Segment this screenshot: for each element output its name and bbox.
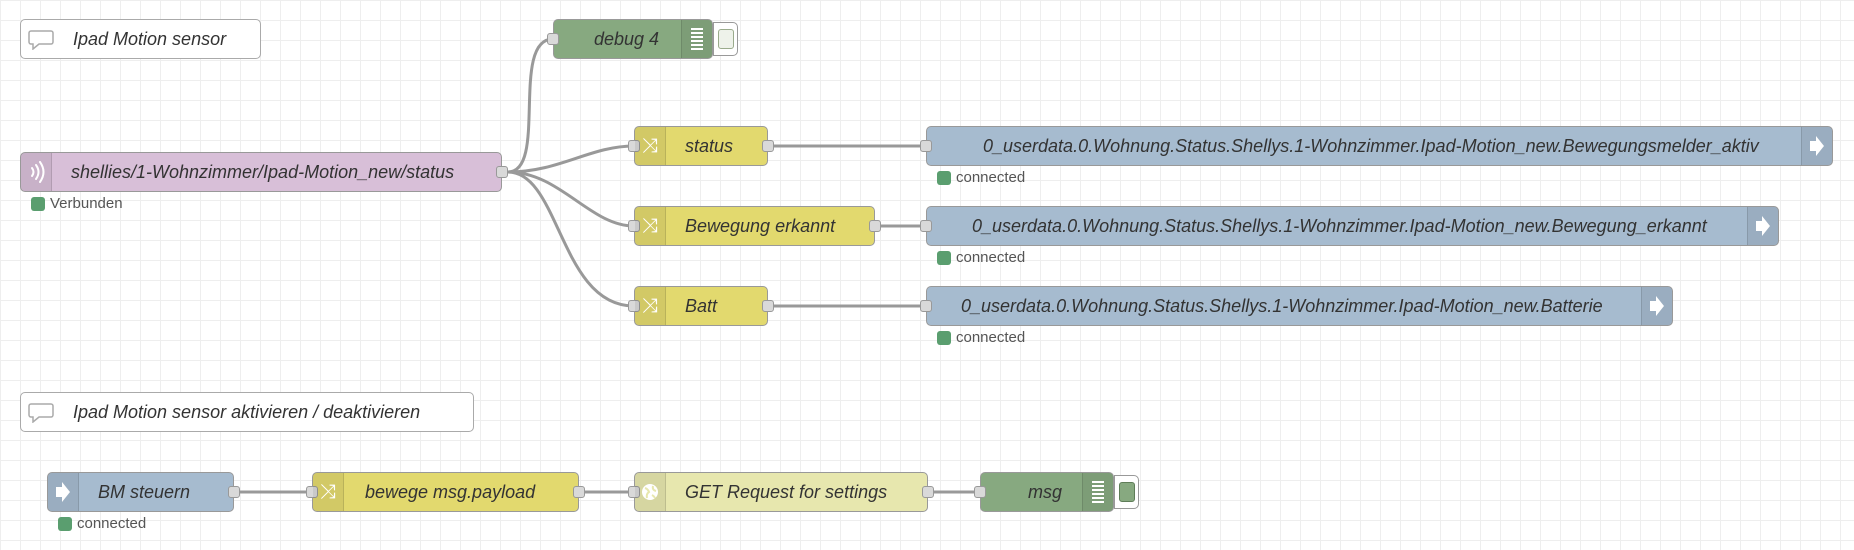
change-batt-node[interactable]: ⤨ Batt <box>628 286 774 326</box>
status-text: connected <box>956 249 1026 266</box>
output-port[interactable] <box>228 486 240 498</box>
node-label: debug 4 <box>594 28 660 49</box>
globe-icon <box>635 473 666 511</box>
mqtt-in-node[interactable]: shellies/1-Wohnzimmer/Ipad-Motion_new/st… <box>20 152 508 192</box>
http-request-node[interactable]: GET Request for settings <box>628 472 934 512</box>
node-label: msg <box>1028 481 1063 502</box>
comment-label: Ipad Motion sensor <box>73 28 227 49</box>
shuffle-icon: ⤨ <box>635 207 666 245</box>
wire-mqtt-to-debug4 <box>507 37 554 174</box>
input-port[interactable] <box>628 300 640 312</box>
node-label: Batt <box>685 295 718 316</box>
comment-ipad-motion-sensor[interactable]: Ipad Motion sensor <box>20 19 261 59</box>
comment-activate-deactivate[interactable]: Ipad Motion sensor aktivieren / deaktivi… <box>20 392 474 432</box>
node-label: 0_userdata.0.Wohnung.Status.Shellys.1-Wo… <box>972 215 1707 236</box>
node-label: bewege msg.payload <box>365 481 536 502</box>
input-port[interactable] <box>306 486 318 498</box>
node-label: 0_userdata.0.Wohnung.Status.Shellys.1-Wo… <box>961 295 1603 316</box>
shuffle-icon: ⤨ <box>635 127 666 165</box>
comment-label: Ipad Motion sensor aktivieren / deaktivi… <box>73 401 421 422</box>
input-port[interactable] <box>628 220 640 232</box>
status-dot-icon <box>937 330 951 345</box>
status-text: Verbunden <box>50 195 123 212</box>
debug-msg-node[interactable]: msg <box>974 472 1114 512</box>
input-port[interactable] <box>547 33 559 45</box>
change-motion-node[interactable]: ⤨ Bewegung erkannt <box>628 206 881 246</box>
change-payload-node[interactable]: ⤨ bewege msg.payload <box>306 472 585 512</box>
iobroker-out-batt-node[interactable]: 0_userdata.0.Wohnung.Status.Shellys.1-Wo… <box>920 286 1673 326</box>
bm-steuern-status: connected <box>58 515 146 532</box>
node-label: shellies/1-Wohnzimmer/Ipad-Motion_new/st… <box>71 161 455 182</box>
input-port[interactable] <box>628 140 640 152</box>
debug-icon <box>681 20 712 58</box>
status-text: connected <box>956 169 1026 186</box>
output-port[interactable] <box>922 486 934 498</box>
iobroker-out-motion-node[interactable]: 0_userdata.0.Wohnung.Status.Shellys.1-Wo… <box>920 206 1779 246</box>
comment-icon <box>21 20 61 58</box>
output-port[interactable] <box>496 166 508 178</box>
node-label: GET Request for settings <box>685 481 888 502</box>
iobroker-out-icon <box>1801 127 1832 165</box>
output-port[interactable] <box>762 300 774 312</box>
node-label: Bewegung erkannt <box>685 215 836 236</box>
out-motion-status: connected <box>937 249 1025 266</box>
status-dot-icon <box>31 196 45 211</box>
wire-mqtt-to-status <box>507 144 635 174</box>
node-label: 0_userdata.0.Wohnung.Status.Shellys.1-Wo… <box>983 135 1759 156</box>
status-dot-icon <box>937 250 951 265</box>
node-label: status <box>685 135 734 156</box>
bm-steuern-node[interactable]: BM steuern <box>47 472 240 512</box>
comment-icon <box>21 393 61 431</box>
out-batt-status: connected <box>937 329 1025 346</box>
input-port[interactable] <box>920 140 932 152</box>
iobroker-out-icon <box>1747 207 1778 245</box>
debug-4-toggle-button[interactable] <box>713 22 738 56</box>
input-port[interactable] <box>628 486 640 498</box>
output-port[interactable] <box>869 220 881 232</box>
output-port[interactable] <box>762 140 774 152</box>
input-port[interactable] <box>920 220 932 232</box>
debug-off-icon <box>717 29 734 49</box>
output-port[interactable] <box>573 486 585 498</box>
debug-4-node[interactable]: debug 4 <box>547 19 713 59</box>
status-dot-icon <box>58 516 72 531</box>
status-dot-icon <box>937 170 951 185</box>
node-label: BM steuern <box>98 481 191 502</box>
shuffle-icon: ⤨ <box>635 287 666 325</box>
status-text: connected <box>956 329 1026 346</box>
change-status-node[interactable]: ⤨ status <box>628 126 774 166</box>
debug-icon <box>1082 473 1113 511</box>
debug-msg-toggle-button[interactable] <box>1114 475 1139 509</box>
input-port[interactable] <box>974 486 986 498</box>
mqtt-icon <box>21 153 52 191</box>
wire-mqtt-to-motion <box>507 170 635 228</box>
iobroker-out-status-node[interactable]: 0_userdata.0.Wohnung.Status.Shellys.1-Wo… <box>920 126 1833 166</box>
input-port[interactable] <box>920 300 932 312</box>
debug-on-icon <box>1118 482 1135 502</box>
out-status-status: connected <box>937 169 1025 186</box>
mqtt-status: Verbunden <box>31 195 123 212</box>
shuffle-icon: ⤨ <box>313 473 344 511</box>
wire-mqtt-to-batt <box>507 170 635 308</box>
status-text: connected <box>77 515 147 532</box>
iobroker-in-icon <box>48 473 79 511</box>
iobroker-out-icon <box>1641 287 1672 325</box>
